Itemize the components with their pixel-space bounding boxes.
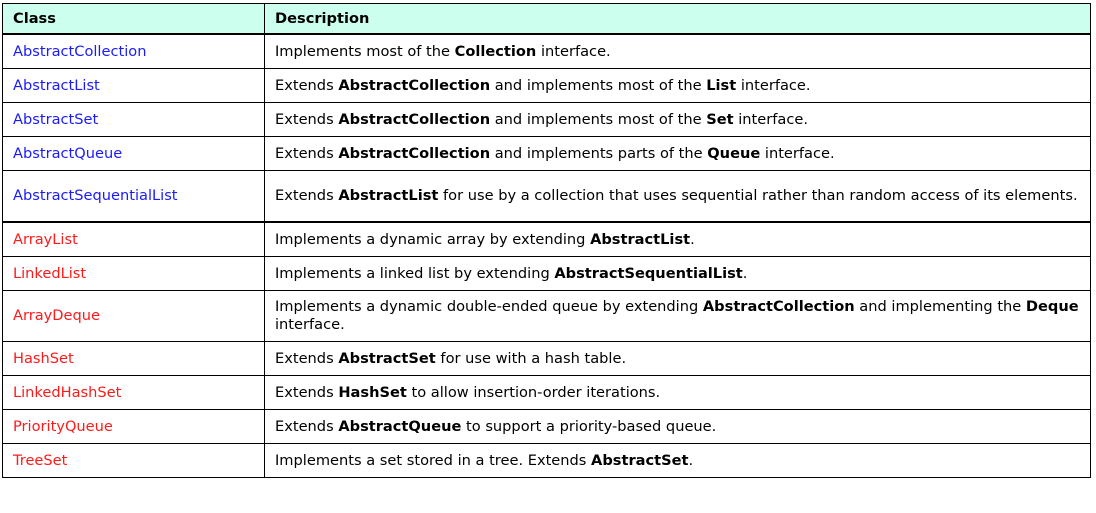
description-cell: Implements a set stored in a tree. Exten… [264,443,1091,478]
description-keyword: List [706,76,737,94]
description-text: Extends [275,383,339,401]
class-name-cell: ArrayDeque [2,290,265,342]
class-name-cell: AbstractSet [2,102,265,137]
description-text: interface. [736,76,811,94]
description-text: . [742,264,748,282]
description-keyword: AbstractSet [338,349,436,367]
description-cell: Extends AbstractList for use by a collec… [264,170,1091,223]
description-cell: Extends AbstractSet for use with a hash … [264,341,1091,376]
description-cell: Implements most of the Collection interf… [264,33,1091,69]
description-keyword: AbstractSet [591,451,689,469]
description-text: and implementing the [854,298,1026,315]
description-text: interface. [536,42,611,60]
description-keyword: AbstractQueue [338,417,462,435]
description-cell: Extends AbstractCollection and implement… [264,68,1091,103]
description-text: . [690,230,695,248]
header-class: Class [2,3,265,35]
class-name-cell: AbstractQueue [2,136,265,171]
description-keyword: Deque [1025,298,1079,315]
description-text: interface. [760,144,835,162]
description-text: Extends [275,76,339,94]
class-name-cell: ArrayList [2,221,265,257]
description-keyword: Collection [454,42,537,60]
description-keyword: Set [706,110,734,128]
description-cell: Extends HashSet to allow insertion-order… [264,375,1091,410]
description-text: Implements a set stored in a tree. Exten… [275,451,592,469]
description-cell: Extends AbstractQueue to support a prior… [264,409,1091,444]
description-text: for use with a hash table. [435,349,627,367]
table-header-row: Class Description [2,3,1091,35]
description-text: Extends [275,349,339,367]
description-text: Extends [275,144,339,162]
description-text: interface. [733,110,808,128]
description-keyword: AbstractCollection [338,144,491,162]
description-text: Extends [275,187,339,204]
description-cell: Implements a dynamic double-ended queue … [264,290,1091,342]
description-keyword: HashSet [338,383,407,401]
description-cell: Extends AbstractCollection and implement… [264,102,1091,137]
description-text: and implements most of the [490,76,707,94]
description-text: to allow insertion-order iterations. [406,383,661,401]
description-text: Implements most of the [275,42,455,60]
class-name-cell: AbstractList [2,68,265,103]
class-name-cell: AbstractSequentialList [2,170,265,223]
class-name-cell: LinkedHashSet [2,375,265,410]
description-cell: Implements a dynamic array by extending … [264,221,1091,257]
description-keyword: AbstractList [338,187,439,204]
description-text: Extends [275,110,339,128]
class-name-cell: HashSet [2,341,265,376]
description-text: Extends [275,417,339,435]
description-text: Implements a dynamic array by extending [275,230,591,248]
class-name-cell: LinkedList [2,256,265,291]
description-text: and implements most of the [490,110,707,128]
description-keyword: Queue [707,144,761,162]
description-keyword: AbstractCollection [338,76,491,94]
description-keyword: AbstractList [590,230,691,248]
description-text: for use by a collection that uses sequen… [438,187,1078,204]
description-cell: Extends AbstractCollection and implement… [264,136,1091,171]
class-name-cell: PriorityQueue [2,409,265,444]
description-keyword: AbstractCollection [338,110,491,128]
description-cell: Implements a linked list by extending Ab… [264,256,1091,291]
header-description: Description [264,3,1091,35]
table-row: ArrayDeque Implements a dynamic double-en… [2,290,1091,342]
description-text: . [688,451,694,469]
description-text: interface. [275,316,345,333]
class-name-cell: TreeSet [2,443,265,478]
description-keyword: AbstractCollection [702,298,855,315]
description-text: to support a priority-based queue. [461,417,717,435]
table-row: TreeSet Implements a set stored in a tree… [2,443,1091,478]
class-name-cell: AbstractCollection [2,33,265,69]
description-text: Implements a dynamic double-ended queue … [275,298,703,315]
description-keyword: AbstractSequentialList [554,264,743,282]
description-text: Implements a linked list by extending [275,264,555,282]
description-text: and implements parts of the [490,144,708,162]
